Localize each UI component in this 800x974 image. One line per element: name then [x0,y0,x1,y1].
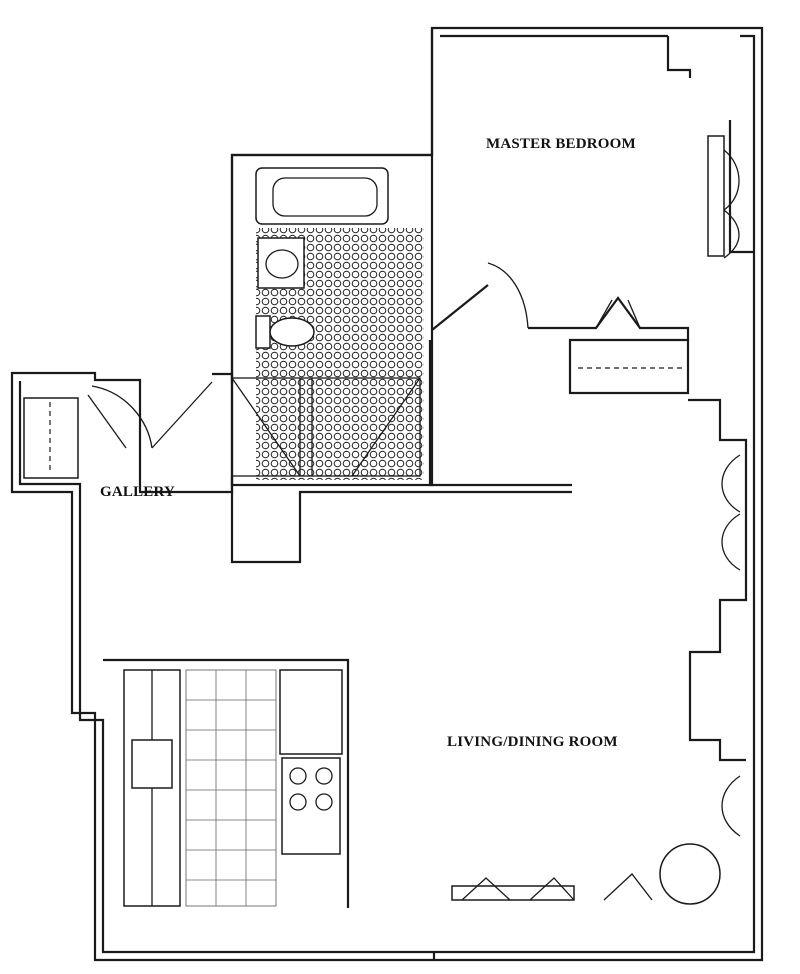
bedroom-door-wall [431,284,489,331]
kitchen-wall [103,658,350,908]
sink-counter [257,237,305,289]
kitchen-floor-tiles [186,670,276,906]
bath-door-leaf [151,381,213,449]
living-dining-room-label: LIVING/DINING ROOM [447,734,618,750]
entry-door-swing [91,385,153,449]
bedroom-radiator [707,135,725,257]
burner-4 [315,793,333,811]
living-right-wall [688,398,748,762]
master-bedroom [430,28,754,395]
dining-table [659,843,721,905]
closet-doors [595,299,641,329]
toilet-tank [255,315,271,349]
burner-1 [289,767,307,785]
kitchen-floor [185,669,277,907]
bath-lower-wall [230,476,572,564]
bathtub-basin [272,177,378,217]
living-window-swings [721,454,741,571]
coat-closet [23,397,79,479]
dining-window-swing [721,775,741,837]
refrigerator [279,669,343,755]
bedroom-door-swing [487,262,529,329]
bedroom-corner-jog [666,36,692,78]
bathroom [230,153,572,564]
bathroom-walls [230,153,434,487]
entry-door-leaf [87,394,127,449]
bedroom-casement-swing [723,149,740,259]
kitchen-sink [131,739,173,789]
shower-diagonal-b [351,377,421,477]
living-dining [432,398,748,960]
bathtub [255,167,389,225]
bedroom-lower-wall [428,340,572,487]
gallery-label: GALLERY [100,484,176,500]
bedroom-closet-wall [528,296,690,340]
kitchen [103,658,350,908]
shower-stall [231,377,421,477]
bath-door-jamb [212,372,234,384]
burner-3 [289,793,307,811]
sink-basin [265,249,299,279]
master-bedroom-label: MASTER BEDROOM [486,136,636,152]
bedroom-closet [568,338,690,395]
gallery [23,372,234,479]
living-radiator [451,885,575,901]
outer-wall-inner-line [18,34,756,954]
shower-diagonal-a [231,377,301,477]
bedroom-window-wall [728,120,754,254]
burner-2 [315,767,333,785]
living-bottom-window-swings [461,873,653,901]
toilet-bowl [269,317,315,347]
